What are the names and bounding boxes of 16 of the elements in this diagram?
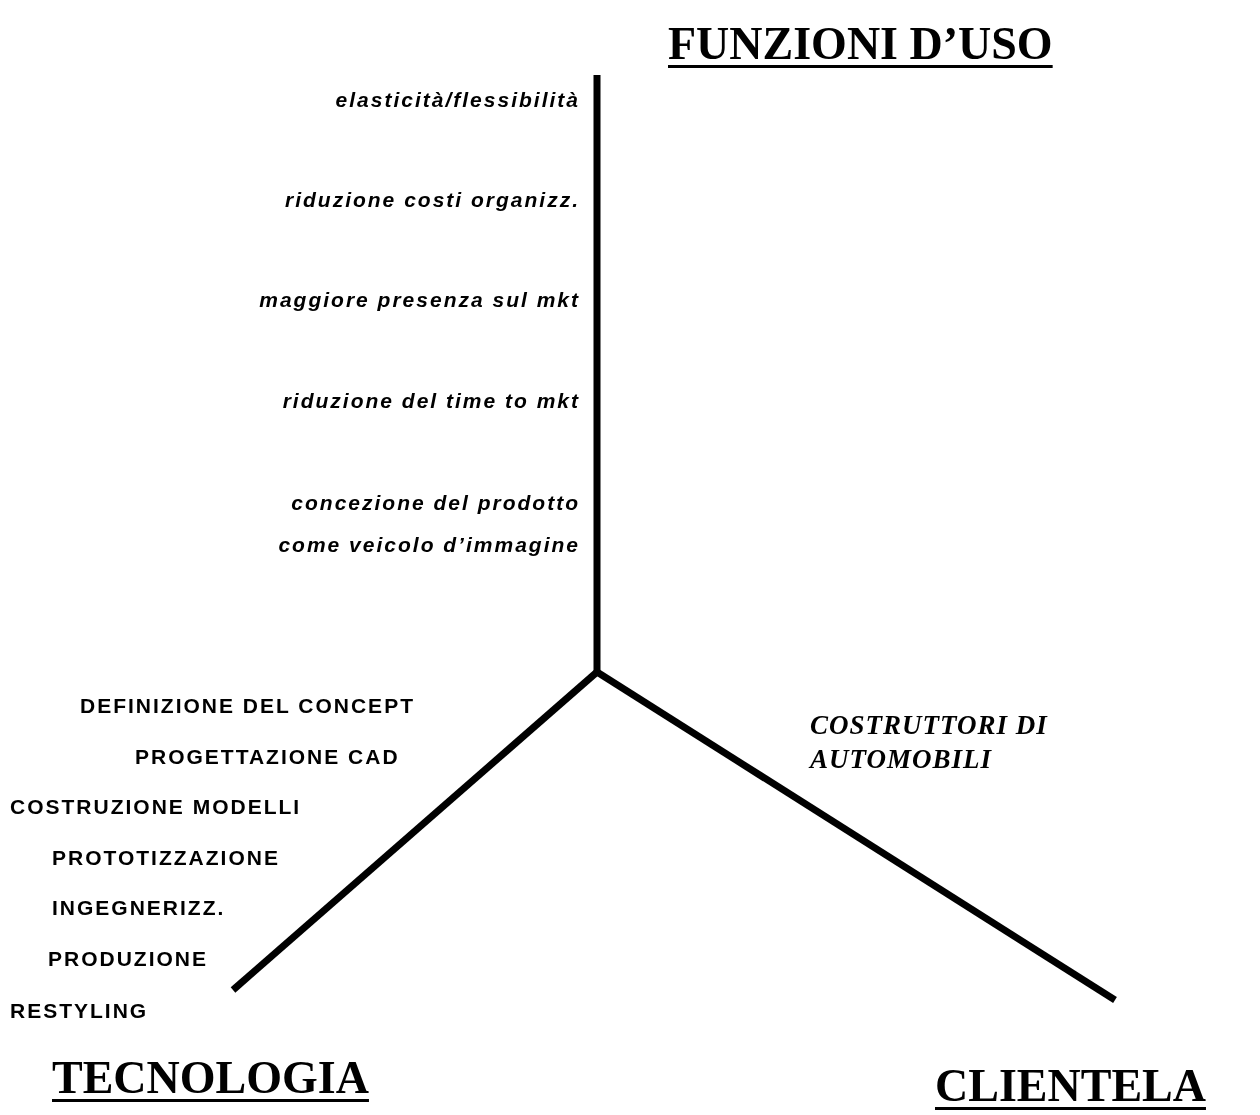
function-label: concezione del prodotto come veicolo d’immagine [277,490,580,558]
function-label: riduzione costi organizz. [284,187,580,213]
function-label: maggiore presenza sul mkt [259,287,580,313]
axis-title: TECNOLOGIA [52,1051,369,1105]
technology-label: PROTOTIZZAZIONE [52,845,280,871]
technology-label: DEFINIZIONE DEL CONCEPT [80,693,415,719]
function-label: riduzione del time to mkt [282,388,580,414]
axis-title: FUNZIONI D’USO [668,17,1053,71]
function-label: elasticità/flessibilità [335,87,580,113]
technology-label: INGEGNERIZZ. [52,895,226,921]
technology-label: PROGETTAZIONE CAD [135,744,400,770]
technology-label: COSTRUZIONE MODELLI [10,794,302,820]
technology-label: PRODUZIONE [48,946,208,972]
technology-label: RESTYLING [10,998,149,1024]
customer-label: COSTRUTTORI DI AUTOMOBILI [810,709,1049,776]
axis-title: CLIENTELA [935,1059,1206,1113]
